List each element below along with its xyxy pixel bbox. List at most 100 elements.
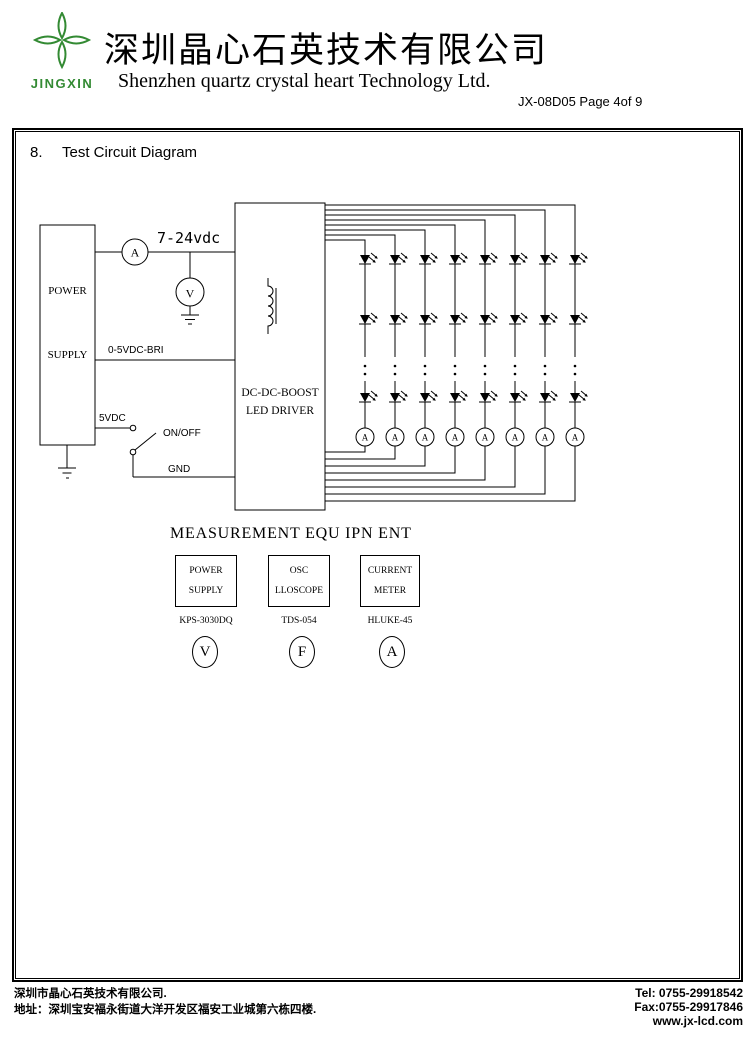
led-icon	[568, 312, 589, 325]
led-icon	[568, 390, 589, 403]
continuation-dot	[363, 364, 367, 368]
ammeter-label: A	[131, 246, 140, 260]
led-icon	[448, 390, 469, 403]
led-string-feed-wire	[325, 239, 366, 255]
continuation-dot	[393, 372, 397, 376]
led-icon	[448, 312, 469, 325]
company-name-english: Shenzhen quartz crystal heart Technology…	[118, 70, 491, 92]
supply-voltage-label: 7-24vdc	[157, 229, 220, 247]
string-ammeter-label: A	[542, 433, 549, 443]
led-icon	[388, 312, 409, 325]
led-string-return-wire	[325, 446, 366, 453]
string-ammeter-label: A	[362, 433, 369, 443]
equipment-model: KPS-3030DQ	[179, 616, 233, 626]
continuation-dot	[573, 372, 577, 376]
equipment-label: METER	[373, 586, 407, 596]
continuation-dot	[573, 364, 577, 368]
continuation-dot	[453, 372, 457, 376]
continuation-dot	[483, 372, 487, 376]
equipment-symbol-letter: A	[386, 643, 398, 660]
led-string-feed-wire	[325, 224, 456, 255]
led-string-feed-wire	[325, 209, 546, 255]
led-icon	[538, 252, 559, 265]
string-ammeter-label: A	[392, 433, 399, 443]
equipment-power-supply-box: POWER SUPPLY	[175, 555, 237, 607]
continuation-dot	[513, 372, 517, 376]
led-icon	[508, 312, 529, 325]
measurement-title: MEASUREMENT EQU IPN ENT	[170, 525, 412, 542]
logo-text: JINGXIN	[30, 76, 94, 91]
power-supply-label-2: SUPPLY	[48, 349, 88, 361]
footer-address: 地址：深圳宝安福永街道大洋开发区福安工业城第六栋四楼.	[14, 1004, 317, 1016]
ammeter-icon	[121, 238, 149, 266]
string-ammeter-label: A	[422, 433, 429, 443]
led-string-feed-wire	[325, 219, 486, 255]
equipment-symbol-letter: V	[199, 643, 211, 660]
led-icon	[388, 252, 409, 265]
equipment-label: SUPPLY	[188, 586, 224, 596]
company-logo: JINGXIN	[22, 10, 102, 91]
continuation-dot	[423, 364, 427, 368]
led-icon	[358, 252, 379, 265]
led-icon	[568, 252, 589, 265]
led-string-return-wire	[325, 446, 546, 495]
continuation-dot	[543, 364, 547, 368]
power-supply-box	[39, 224, 96, 446]
continuation-dot	[543, 372, 547, 376]
ammeter-symbol-icon: A	[379, 636, 405, 668]
string-ammeter-label: A	[452, 433, 459, 443]
footer-website: www.jx-lcd.com	[652, 1014, 743, 1028]
footer-company: 深圳市晶心石英技术有限公司.	[14, 988, 167, 1000]
equipment-label: OSC	[289, 566, 309, 576]
equipment-model: HLUKE-45	[367, 616, 413, 626]
logic-supply-label: 5VDC	[99, 413, 126, 424]
led-icon	[418, 390, 439, 403]
led-icon	[418, 312, 439, 325]
test-circuit-diagram: POWER SUPPLY A 7-24vdc V 0-5VDC-BRI 5VDC	[39, 202, 589, 511]
led-string-feed-wire	[325, 204, 576, 255]
continuation-dot	[393, 364, 397, 368]
brightness-label: 0-5VDC-BRI	[108, 345, 164, 356]
footer-tel: Tel: 0755-29918542	[635, 986, 743, 1000]
footer-fax: Fax:0755-29917846	[634, 1000, 743, 1014]
psu-ground-icon	[58, 467, 76, 479]
section-number: 8.	[30, 144, 43, 161]
gnd-label: GND	[168, 464, 190, 475]
onoff-label: ON/OFF	[163, 428, 201, 439]
jingxin-flower-icon	[32, 10, 92, 70]
led-icon	[358, 312, 379, 325]
string-ammeter-label: A	[572, 433, 579, 443]
led-string-return-wire	[325, 446, 486, 481]
equipment-oscilloscope-box: OSC LLOSCOPE	[268, 555, 330, 607]
footer-right: Tel: 0755-29918542 Fax:0755-29917846 www…	[634, 986, 743, 1028]
continuation-dot	[453, 364, 457, 368]
content-frame: 8. Test Circuit Diagram POWER SUPPLY	[12, 128, 743, 982]
inductor-icon	[267, 278, 277, 334]
equipment-symbol-letter: F	[297, 643, 307, 660]
led-string-return-wire	[325, 446, 576, 502]
led-driver-box	[234, 202, 326, 511]
string-ammeter-label: A	[512, 433, 519, 443]
equipment-label: LLOSCOPE	[274, 586, 324, 596]
led-string-return-wire	[325, 446, 426, 467]
continuation-dot	[483, 364, 487, 368]
led-icon	[538, 390, 559, 403]
driver-label-1: DC-DC-BOOST	[241, 387, 318, 399]
led-icon	[478, 312, 499, 325]
string-ammeter-label: A	[482, 433, 489, 443]
equipment-label: CURRENT	[367, 566, 413, 576]
company-name-chinese: 深圳晶心石英技术有限公司	[104, 31, 549, 70]
led-icon	[538, 312, 559, 325]
led-icon	[418, 252, 439, 265]
led-string-return-wire	[325, 446, 456, 474]
led-icon	[388, 390, 409, 403]
voltmeter-label: V	[186, 287, 195, 301]
ground-icon	[181, 314, 199, 325]
voltmeter-symbol-icon: V	[192, 636, 218, 668]
continuation-dot	[423, 372, 427, 376]
led-string-return-wire	[325, 446, 516, 488]
section-heading: 8. Test Circuit Diagram	[30, 144, 197, 161]
led-icon	[508, 252, 529, 265]
